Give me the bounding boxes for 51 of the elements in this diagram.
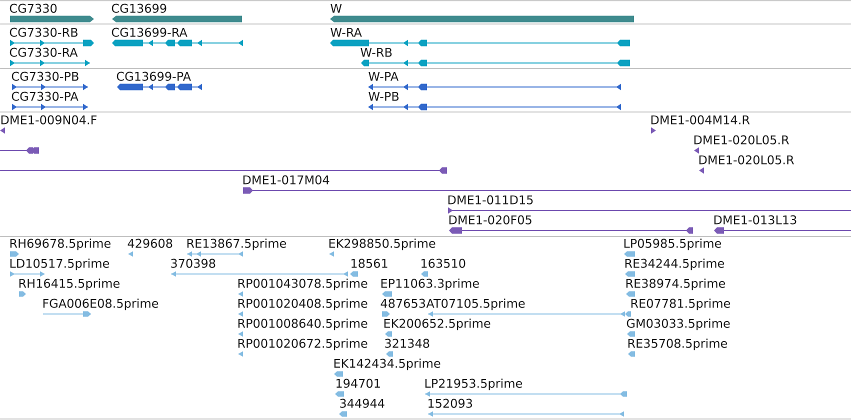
feature-label: RH16415.5prime: [19, 278, 120, 290]
feature-label: EK142434.5prime: [334, 358, 440, 370]
feature-label: FGA006E08.5prime: [43, 298, 158, 310]
feature-label: EP11063.3prime: [381, 278, 479, 290]
feature-label: CG7330-RB: [10, 28, 78, 37]
feature-label: DME1-017M04: [243, 175, 330, 184]
feature-label: 321348: [385, 338, 430, 348]
feature-label: RE34244.5prime: [625, 258, 724, 270]
feature-label: CG13699: [112, 4, 166, 13]
feature-label: DME1-011D15: [448, 195, 533, 204]
feature-label: RE38974.5prime: [626, 278, 726, 290]
feature-label: RP001020408.5prime: [238, 298, 368, 310]
feature-label: CG7330-RA: [10, 48, 78, 57]
feature-label: DME1-020L05.R: [699, 155, 794, 164]
feature-label: W-PB: [368, 92, 399, 101]
feature-label: RE35708.5prime: [628, 338, 728, 350]
feature-label: GM03033.5prime: [626, 318, 730, 330]
feature-label: 194701: [336, 378, 380, 388]
feature-label: RH69678.5prime: [10, 238, 110, 250]
feature-label: 163510: [422, 258, 466, 268]
feature-label: CG13699-RA: [112, 28, 188, 37]
feature-label: RP001043078.5prime: [238, 278, 368, 290]
feature-label: CG13699-PA: [116, 72, 191, 81]
feature-label: DME1-013L13: [714, 215, 796, 224]
feature-label: DME1-020F05: [449, 215, 532, 224]
feature-label: LP21953.5prime: [425, 378, 522, 390]
feature-label: CG7330-PB: [12, 72, 78, 81]
feature-label: LP05985.5prime: [624, 238, 722, 250]
feature-label: DME1-009N04.F: [1, 115, 97, 124]
feature-label: W: [330, 4, 342, 13]
feature-label: RP001008640.5prime: [238, 318, 368, 330]
feature-label: LD10517.5prime: [10, 258, 110, 270]
feature-label: W-PA: [368, 72, 398, 81]
feature-label: CG7330-PA: [12, 92, 78, 101]
feature-label: RE07781.5prime: [631, 298, 730, 310]
feature-label: CG7330: [10, 4, 57, 13]
feature-label: 487653: [380, 298, 426, 308]
feature-label: 429608: [128, 238, 172, 248]
feature-label: RP001020672.5prime: [238, 338, 368, 350]
feature-label: 152093: [428, 398, 472, 408]
feature-label: AT07105.5prime: [426, 298, 525, 310]
feature-label: DME1-004M14.R: [651, 115, 750, 124]
feature-label: EK200652.5prime: [384, 318, 490, 330]
feature-label: 344944: [340, 398, 384, 408]
feature-label: 18561: [352, 258, 388, 268]
feature-label: RE13867.5prime: [187, 238, 286, 250]
feature-label: EK298850.5prime: [329, 238, 436, 250]
feature-label: 370398: [171, 258, 216, 268]
feature-label: W-RA: [330, 28, 362, 37]
feature-label: DME1-020L05.R: [694, 135, 789, 144]
feature-label: W-RB: [360, 48, 392, 57]
